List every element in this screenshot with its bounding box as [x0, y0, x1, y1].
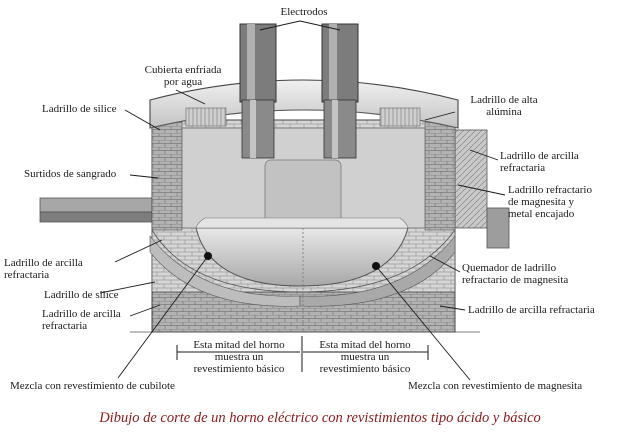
label-half-acid: Esta mitad del horno muestra un revestim…: [178, 339, 300, 375]
label-refractory-clay-left-line1: Ladrillo de arcilla: [4, 257, 83, 269]
label-refractory-clay-right: Ladrillo de arcilla refractaria: [500, 150, 579, 174]
label-high-alumina-line1: Ladrillo de alta: [470, 94, 538, 106]
label-magnesite-brick-line3: metal encajado: [508, 208, 575, 220]
label-tapping-spout: Surtidos de sangrado: [24, 168, 117, 180]
label-water-cooled-cover-line2: por agua: [163, 76, 203, 88]
label-water-cooled-cover-line1: Cubierta enfriada: [144, 64, 222, 76]
furnace-chamber: [181, 127, 426, 287]
label-refractory-clay-left: Ladrillo de arcilla refractaria: [4, 257, 83, 281]
tapping-spout: [39, 197, 153, 223]
label-magnesite-brick-line1: Ladrillo refractario: [508, 184, 592, 196]
electrodes-group: [239, 23, 359, 159]
electrode-left: [239, 23, 277, 103]
label-half-acid-line1: Esta mitad del horno: [193, 339, 285, 351]
right-housing: [454, 129, 510, 249]
label-magnesite-brick: Ladrillo refractario de magnesita y meta…: [508, 184, 592, 220]
label-burner-line2: refractario de magnesita: [462, 274, 569, 286]
electrode-right: [321, 23, 359, 103]
label-cupola-mix: Mezcla con revestimiento de cubilote: [10, 380, 175, 392]
label-refractory-clay-left-low-line1: Ladrillo de arcilla: [42, 308, 121, 320]
label-half-basic-line3: revestimiento básico: [319, 363, 411, 375]
label-refractory-clay-right-line2: refractaria: [500, 162, 546, 174]
label-refractory-clay-left-low-line2: refractaria: [42, 320, 88, 332]
figure-caption: Dibujo de corte de un horno eléctrico co…: [99, 410, 541, 426]
magnesite-mix-marker: [372, 262, 380, 270]
label-silica-brick-bottom: Ladrillo de silice: [44, 289, 119, 301]
label-half-basic: Esta mitad del horno muestra un revestim…: [303, 339, 427, 375]
label-half-basic-line1: Esta mitad del horno: [319, 339, 411, 351]
label-high-alumina: Ladrillo de alta alúmina: [454, 94, 554, 118]
label-magnesite-mix: Mezcla con revestimiento de magnesita: [408, 380, 583, 392]
label-half-acid-line3: revestimiento básico: [193, 363, 285, 375]
label-refractory-clay-right-line1: Ladrillo de arcilla: [500, 150, 579, 162]
label-half-basic-line2: muestra un: [340, 351, 390, 363]
label-magnesite-brick-line2: de magnesita y: [508, 196, 574, 208]
leader-lines: [99, 20, 506, 381]
label-silica-brick-top: Ladrillo de silice: [42, 103, 117, 115]
label-refractory-clay-left-low: Ladrillo de arcilla refractaria: [42, 308, 121, 332]
label-high-alumina-line2: alúmina: [486, 106, 522, 118]
label-refractory-clay-left-line2: refractaria: [4, 269, 50, 281]
label-electrodes: Electrodos: [280, 6, 328, 18]
label-water-cooled-cover: Cubierta enfriada por agua: [128, 64, 238, 88]
cupola-mix-marker: [204, 252, 212, 260]
label-refractory-clay-right-low: Ladrillo de arcilla refractaria: [468, 304, 595, 316]
half-brackets: [176, 336, 429, 372]
label-burner-line1: Quemador de ladrillo: [462, 262, 557, 274]
label-half-acid-line2: muestra un: [214, 351, 264, 363]
label-burner: Quemador de ladrillo refractario de magn…: [462, 262, 568, 286]
basic-lining-band: [299, 235, 456, 307]
